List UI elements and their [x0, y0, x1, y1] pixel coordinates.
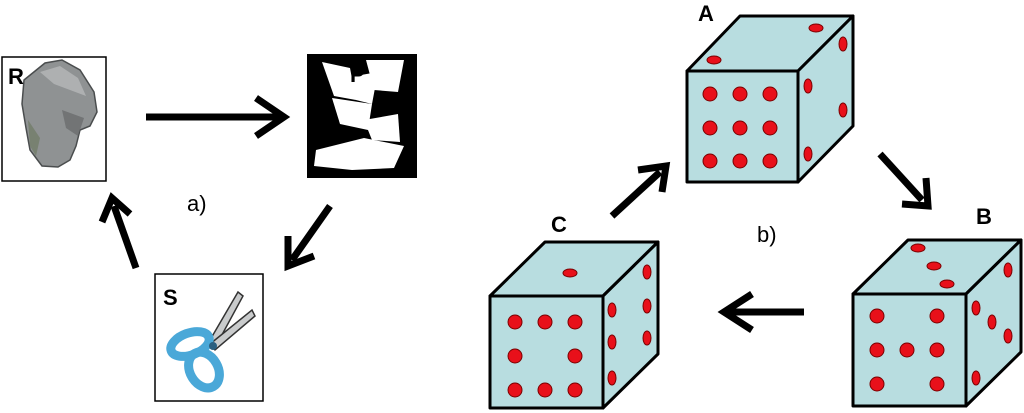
die-a: A — [685, 1, 855, 184]
die-b-label: B — [976, 204, 992, 229]
die-b: B — [851, 204, 1023, 408]
scissors-image — [166, 290, 256, 393]
die-a-pips — [702, 23, 848, 169]
arrow-c-to-a — [609, 161, 671, 219]
paper-label: P — [350, 62, 365, 87]
panel-b-caption: b) — [757, 222, 777, 247]
die-c: C — [488, 212, 660, 410]
arrow-scissors-to-rock — [98, 192, 140, 270]
panel-b: A B — [488, 1, 1023, 410]
rock-label: R — [8, 64, 24, 89]
paper-tile: P — [307, 54, 417, 178]
panel-a: R P S — [1, 54, 417, 402]
arrow-a-to-b — [877, 151, 932, 210]
arrow-rock-to-paper — [146, 95, 291, 139]
scissors-tile: S — [154, 273, 264, 402]
arrow-paper-to-scissors — [284, 203, 333, 272]
scissors-label: S — [163, 285, 178, 310]
die-c-pips — [507, 264, 652, 398]
die-b-pips — [869, 243, 1013, 392]
paper-image — [314, 60, 404, 170]
panel-a-caption: a) — [187, 191, 207, 216]
die-c-label: C — [551, 212, 567, 237]
rock-tile: R — [1, 56, 107, 182]
die-a-label: A — [698, 1, 714, 26]
arrow-b-to-c — [717, 291, 804, 333]
